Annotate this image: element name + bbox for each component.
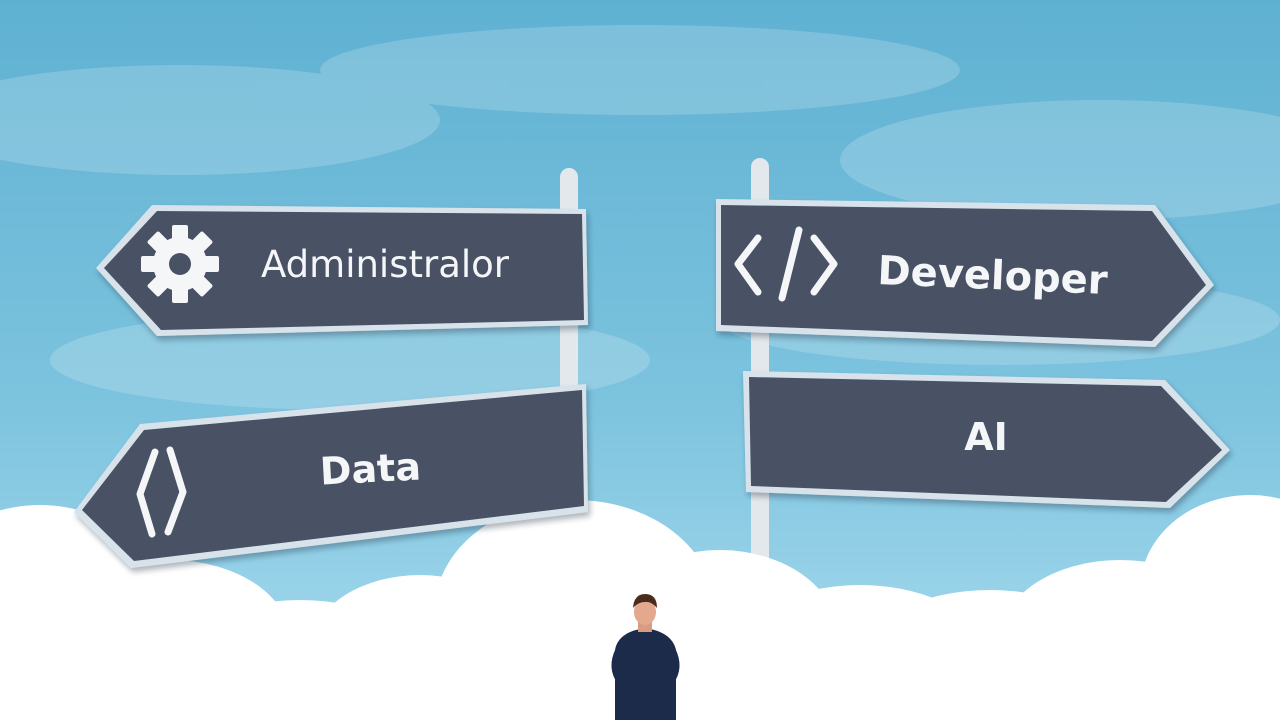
- sign-ai[interactable]: AI: [743, 371, 1230, 508]
- sign-developer-label: Developer: [877, 248, 1109, 304]
- code-brackets-icon: [734, 226, 838, 302]
- sign-developer[interactable]: Developer: [716, 199, 1214, 347]
- sign-data[interactable]: Data: [74, 384, 588, 568]
- sign-administrator[interactable]: Administralor: [96, 205, 588, 336]
- sign-administrator-label: Administralor: [261, 243, 510, 286]
- sign-data-label: Data: [319, 444, 422, 493]
- gear-icon: [141, 225, 219, 303]
- braces-icon: [136, 446, 187, 538]
- businessman-figure: [611, 594, 680, 720]
- sign-ai-label: AI: [964, 415, 1008, 459]
